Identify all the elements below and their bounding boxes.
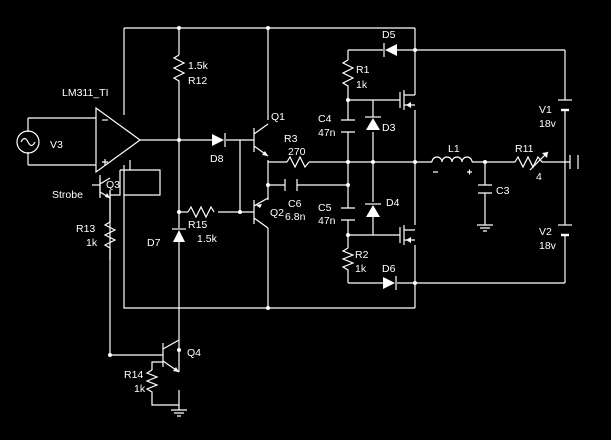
label-r11: R11 xyxy=(515,143,534,155)
label-r1-value: 1k xyxy=(356,79,368,91)
r1-resistor xyxy=(341,59,355,90)
d5-diode xyxy=(383,43,397,57)
label-d7: D7 xyxy=(147,237,161,249)
label-q2: Q2 xyxy=(270,207,284,219)
l1-inductor xyxy=(431,156,473,163)
polarity-marks xyxy=(433,169,472,175)
r3-resistor xyxy=(286,155,310,169)
d7-diode xyxy=(172,228,186,242)
label-c4-value: 47n xyxy=(318,127,336,139)
label-strobe: Strobe xyxy=(52,189,83,201)
label-c4: C4 xyxy=(318,113,332,125)
r15-resistor xyxy=(187,205,215,219)
mosfet-upper xyxy=(399,90,415,110)
junction-dots xyxy=(108,26,487,357)
c5-capacitor xyxy=(341,207,355,221)
c4-capacitor xyxy=(341,119,355,133)
label-c6-value: 6.8n xyxy=(285,211,306,223)
d4-diode xyxy=(365,203,381,217)
label-d6: D6 xyxy=(382,263,396,275)
label-d8: D8 xyxy=(210,153,224,165)
component-labels: LM311_TI V3 Strobe Q3 R13 1k 1.5k R12 D8… xyxy=(50,29,557,395)
label-l1: L1 xyxy=(448,143,460,155)
output-terminal xyxy=(569,155,579,169)
v1-battery xyxy=(558,99,572,112)
v3-ac-source xyxy=(16,130,40,154)
mosfet-lower xyxy=(399,225,415,245)
q1-transistor xyxy=(253,123,269,157)
q2-transistor xyxy=(253,197,269,229)
label-r3: R3 xyxy=(284,133,298,145)
r11-resistor xyxy=(514,151,549,171)
label-c5: C5 xyxy=(318,202,332,214)
label-d3: D3 xyxy=(382,122,396,134)
label-r15-value: 1.5k xyxy=(197,233,218,245)
label-v1-value: 18v xyxy=(539,118,557,130)
v2-battery xyxy=(558,224,572,237)
r2-resistor xyxy=(341,247,355,273)
label-v2-value: 18v xyxy=(539,240,557,252)
label-c6: C6 xyxy=(288,198,302,210)
r12-resistor xyxy=(172,54,186,90)
label-c3: C3 xyxy=(496,185,510,197)
label-r12-value: 1.5k xyxy=(188,60,209,72)
label-lm311: LM311_TI xyxy=(62,87,109,99)
lm311-comparator xyxy=(95,106,142,174)
r14-resistor xyxy=(145,369,159,395)
d3-diode xyxy=(365,116,381,130)
c3-capacitor xyxy=(478,184,492,194)
label-q3: Q3 xyxy=(106,179,120,191)
label-r2-value: 1k xyxy=(355,263,367,275)
label-r12: R12 xyxy=(188,75,207,87)
label-v1: V1 xyxy=(539,104,552,116)
label-d5: D5 xyxy=(382,29,396,41)
label-r14-value: 1k xyxy=(134,383,146,395)
ground-symbol-c3 xyxy=(477,224,493,232)
label-v2: V2 xyxy=(539,226,552,238)
label-r2: R2 xyxy=(355,249,369,261)
label-r3-value: 270 xyxy=(288,146,306,158)
d6-diode xyxy=(383,276,397,290)
label-r14: R14 xyxy=(124,369,143,381)
c6-capacitor xyxy=(284,179,298,191)
label-c5-value: 47n xyxy=(318,215,336,227)
label-r11-value: 4 xyxy=(536,171,542,183)
q4-transistor xyxy=(162,339,180,373)
ground-symbol xyxy=(171,405,187,417)
label-r13-value: 1k xyxy=(86,237,98,249)
label-r13: R13 xyxy=(76,223,95,235)
d8-diode xyxy=(212,133,226,147)
label-q4: Q4 xyxy=(187,347,201,359)
label-q1: Q1 xyxy=(271,111,285,123)
label-v3: V3 xyxy=(50,139,63,151)
q3-transistor xyxy=(99,177,111,199)
label-r15: R15 xyxy=(188,219,207,231)
label-d4: D4 xyxy=(386,197,400,209)
label-r1: R1 xyxy=(356,64,370,76)
r13-resistor xyxy=(103,221,117,252)
